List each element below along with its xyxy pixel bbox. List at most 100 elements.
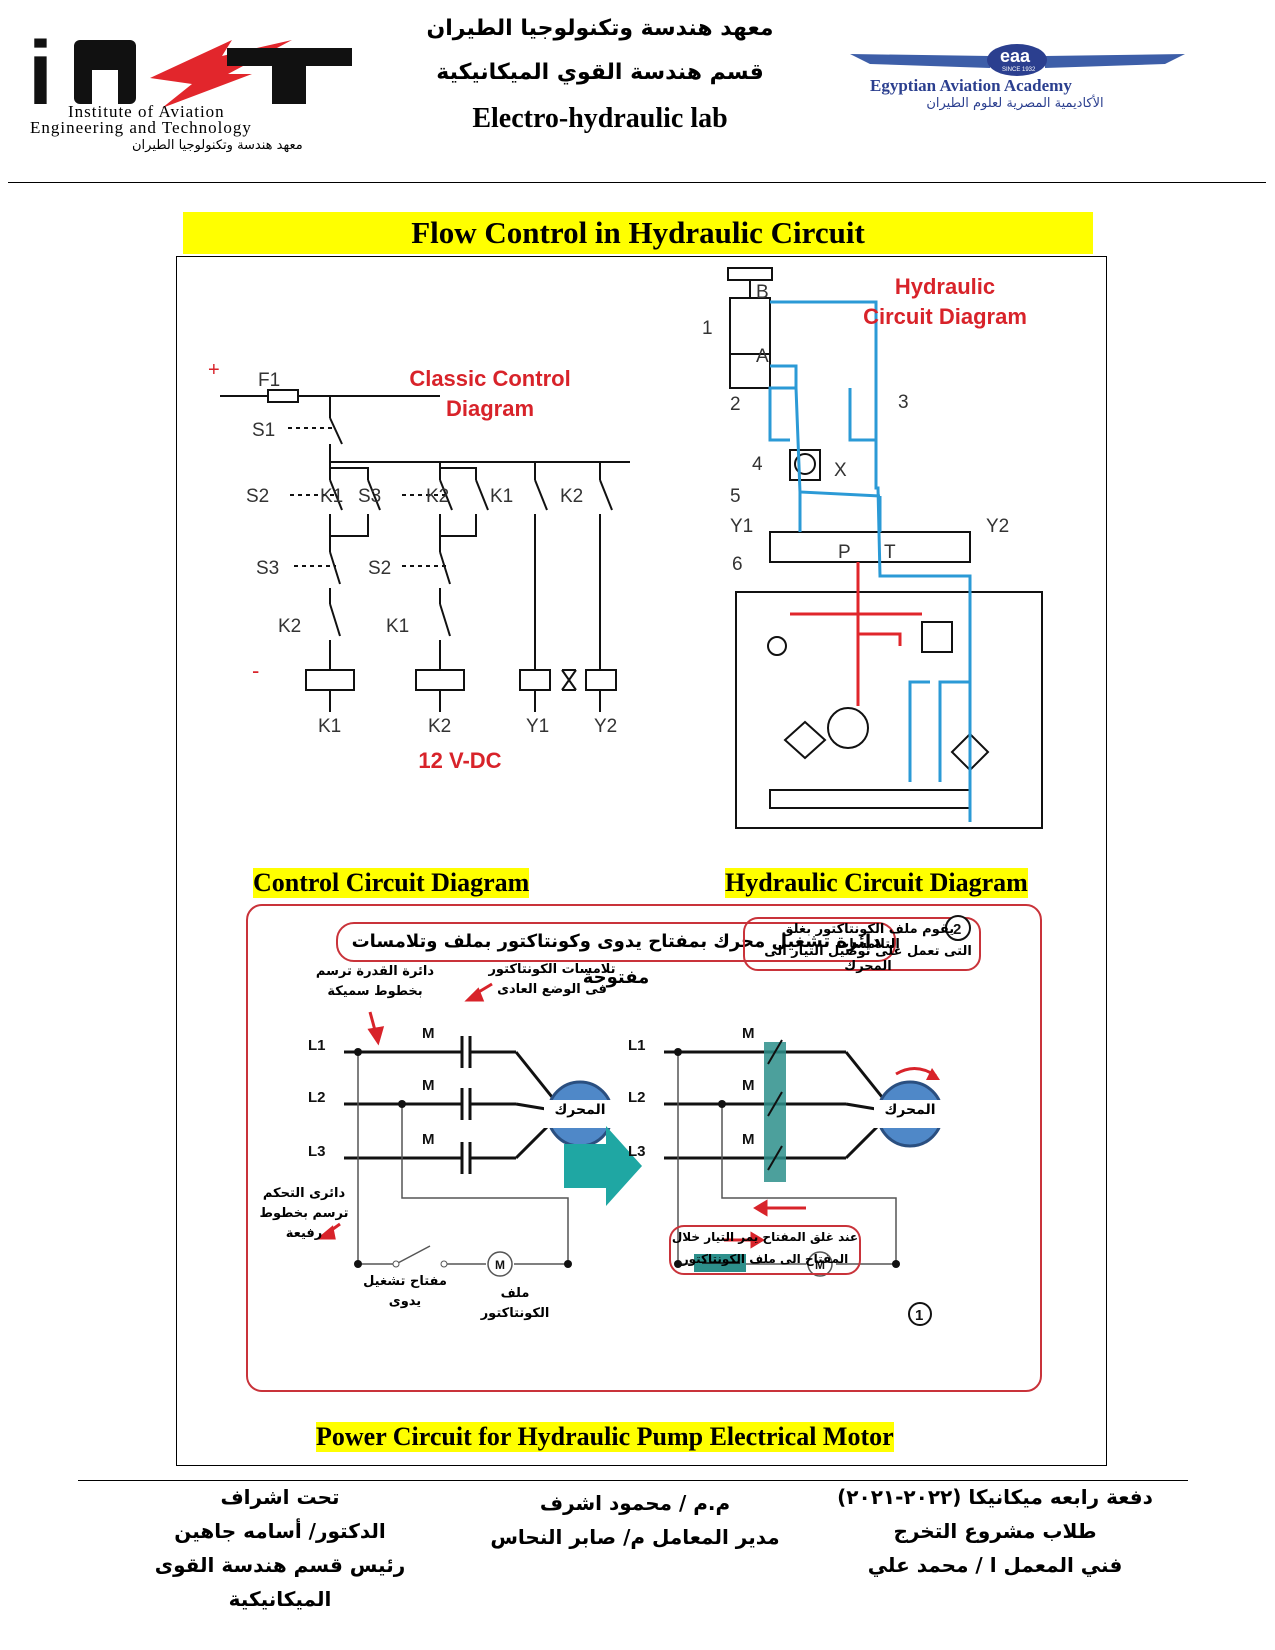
academy-badge: eaa bbox=[1000, 46, 1031, 66]
header-department-ar: قسم هندسة القوي الميكانيكية bbox=[436, 60, 764, 85]
svg-text:X: X bbox=[834, 460, 847, 481]
svg-text:1: 1 bbox=[915, 1307, 923, 1324]
svg-text:A: A bbox=[756, 346, 769, 367]
classic-control-label: Classic Control Diagram bbox=[409, 366, 571, 421]
svg-text:P: P bbox=[838, 542, 851, 563]
institute-logo: i Institute of Aviation Engineering and … bbox=[22, 18, 352, 158]
footer-students: دفعة رابعه ميكانيكا (٢٠٢٢-٢٠٢١) طلاب مشر… bbox=[820, 1480, 1170, 1582]
footer-supervisor: تحت اشراف الدكتور/ أسامه جاهين رئيس قسم … bbox=[100, 1480, 460, 1616]
svg-text:Y1: Y1 bbox=[730, 516, 753, 537]
footer-lab-manager: مدير المعامل م/ صابر النحاس bbox=[490, 1525, 780, 1549]
logo-text-en-1: Institute of Aviation bbox=[68, 102, 225, 121]
svg-text:K2: K2 bbox=[278, 616, 301, 637]
footer-engineer: م.م / محمود اشرف bbox=[539, 1491, 731, 1515]
svg-text:S3: S3 bbox=[256, 558, 279, 579]
svg-text:Y2: Y2 bbox=[594, 716, 617, 737]
svg-text:B: B bbox=[756, 282, 769, 303]
power-circuit-panel bbox=[246, 904, 1042, 1392]
svg-text:K2: K2 bbox=[428, 716, 451, 737]
footer-dept-head: رئيس قسم هندسة القوى الميكانيكية bbox=[154, 1553, 406, 1611]
academy-name-ar: الأكاديمية المصرية لعلوم الطيران bbox=[926, 96, 1104, 111]
coil-label-1: ملف bbox=[500, 1286, 530, 1301]
power-circuit-title: دائرة تشغيل محرك بمفتاح يدوى وكونتاكتور … bbox=[336, 922, 896, 988]
svg-text:M: M bbox=[422, 1025, 435, 1042]
svg-text:1: 1 bbox=[702, 318, 713, 339]
svg-text:3: 3 bbox=[898, 392, 909, 413]
svg-text:5: 5 bbox=[730, 486, 741, 507]
svg-text:L1: L1 bbox=[308, 1037, 326, 1054]
note2-line2: التى تعمل على توصيل التيار الى المحرك bbox=[764, 944, 972, 974]
eaa-wings-icon bbox=[850, 44, 1185, 76]
page-title: Flow Control in Hydraulic Circuit bbox=[183, 212, 1093, 254]
svg-text:K1: K1 bbox=[386, 616, 409, 637]
svg-text:S1: S1 bbox=[252, 420, 275, 441]
voltage-label: 12 V-DC bbox=[418, 748, 502, 773]
switch-label-1: مفتاح تشغيل bbox=[363, 1274, 447, 1289]
hydraulic-circuit-diagram: 1 2 3 4 5 6 A B X P T Y1 Y2 bbox=[702, 267, 1043, 829]
svg-text:2: 2 bbox=[953, 921, 961, 938]
control-lines-label-1: دائرى التحكم bbox=[262, 1186, 346, 1201]
footer-divider bbox=[78, 1480, 1188, 1481]
contacts-label-2: فى الوضع العادى bbox=[497, 982, 607, 997]
svg-text:F1: F1 bbox=[258, 370, 280, 391]
svg-text:L3: L3 bbox=[628, 1143, 646, 1160]
caption-power-circuit: Power Circuit for Hydraulic Pump Electri… bbox=[316, 1422, 894, 1452]
svg-text:K1: K1 bbox=[490, 486, 513, 507]
svg-text:M: M bbox=[742, 1077, 755, 1094]
svg-text:M: M bbox=[815, 1258, 825, 1272]
control-lines-label-3: رفيعة bbox=[285, 1226, 323, 1241]
motor-label-left: المحرك bbox=[554, 1102, 606, 1118]
control-lines-label-2: ترسم بخطوط bbox=[259, 1206, 349, 1221]
figure-frame bbox=[176, 256, 1107, 1466]
caption-control-circuit: Control Circuit Diagram bbox=[253, 868, 530, 898]
svg-text:-: - bbox=[252, 658, 259, 683]
header-institute-ar: معهد هندسة وتكنولوجيا الطيران bbox=[426, 16, 774, 41]
svg-text:K1: K1 bbox=[320, 486, 343, 507]
switch-label-2: يدوى bbox=[388, 1294, 422, 1309]
svg-text:L1: L1 bbox=[628, 1037, 646, 1054]
footer-supervision: تحت اشراف bbox=[220, 1485, 340, 1509]
contacts-label-1: تلامسات الكونتاكتور bbox=[488, 962, 616, 977]
note1-line2: المفتاح الى ملف الكونتاكتور bbox=[681, 1252, 849, 1266]
power-lines-label-2: بخطوط سميكة bbox=[327, 984, 423, 999]
academy-name-en: Egyptian Aviation Academy bbox=[870, 76, 1072, 95]
svg-text:T: T bbox=[884, 542, 896, 563]
note2-line1: يقوم ملف الكونتاكتور بغلق التلامسات bbox=[781, 922, 955, 952]
power-circuit-diagram: L1 L2 L3 L1 L2 L3 M M M M M M M M 2 1 bbox=[308, 915, 981, 1326]
power-lines-label-1: دائرة القدرة ترسم bbox=[315, 964, 435, 979]
svg-text:Y1: Y1 bbox=[526, 716, 549, 737]
svg-text:K1: K1 bbox=[318, 716, 341, 737]
control-circuit-diagram: + - F1 S1 S2 K1 S3 K2 K1 K2 S3 S2 K2 K1 … bbox=[208, 359, 630, 737]
svg-text:S2: S2 bbox=[368, 558, 391, 579]
svg-text:+: + bbox=[208, 359, 220, 381]
svg-text:Y2: Y2 bbox=[986, 516, 1009, 537]
svg-text:L2: L2 bbox=[308, 1089, 326, 1106]
svg-text:M: M bbox=[742, 1025, 755, 1042]
academy-logo: eaa SINCE 1932 Egyptian Aviation Academy… bbox=[850, 40, 1185, 120]
header-lab-name: Electro-hydraulic lab bbox=[472, 103, 728, 134]
hydraulic-circuit-label: Hydraulic Circuit Diagram bbox=[863, 274, 1027, 329]
footer-technician: فني المعمل ا / محمد علي bbox=[867, 1553, 1123, 1577]
header-divider bbox=[8, 182, 1266, 183]
academy-badge-sub: SINCE 1932 bbox=[1002, 67, 1036, 73]
footer-doctor: الدكتور/ أسامه جاهين bbox=[174, 1519, 386, 1543]
svg-text:S2: S2 bbox=[246, 486, 269, 507]
svg-text:6: 6 bbox=[732, 554, 743, 575]
logo-text-en-2: Engineering and Technology bbox=[30, 118, 252, 137]
svg-text:M: M bbox=[742, 1131, 755, 1148]
svg-text:M: M bbox=[495, 1258, 505, 1272]
svg-text:M: M bbox=[422, 1077, 435, 1094]
svg-text:i: i bbox=[28, 24, 49, 124]
svg-text:K2: K2 bbox=[560, 486, 583, 507]
caption-hydraulic-circuit: Hydraulic Circuit Diagram bbox=[725, 868, 1028, 898]
svg-text:M: M bbox=[422, 1131, 435, 1148]
svg-text:L3: L3 bbox=[308, 1143, 326, 1160]
note1-line1: عند غلق المفتاح يمر التيار خلال bbox=[671, 1230, 859, 1244]
svg-text:S3: S3 bbox=[358, 486, 381, 507]
logo-text-ar: معهد هندسة وتكنولوجيا الطيران bbox=[132, 138, 303, 153]
svg-text:L2: L2 bbox=[628, 1089, 646, 1106]
motor-label-right: المحرك bbox=[884, 1102, 936, 1118]
iaet-logo-icon: i bbox=[28, 24, 352, 124]
footer-students-title: طلاب مشروع التخرج bbox=[893, 1519, 1097, 1543]
footer-managers: م.م / محمود اشرف مدير المعامل م/ صابر ال… bbox=[470, 1486, 800, 1554]
